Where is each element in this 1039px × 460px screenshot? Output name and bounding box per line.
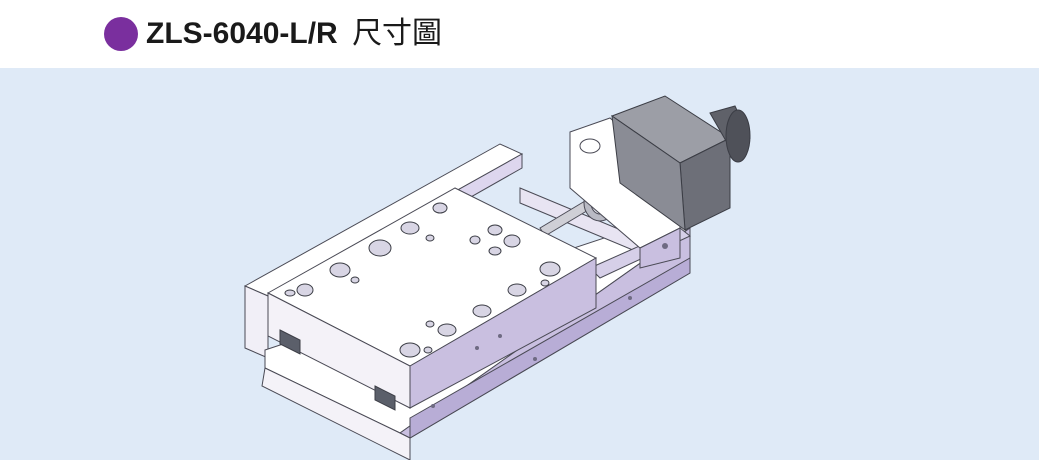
- stepper-motor: [610, 95, 751, 232]
- side-holes: [431, 243, 668, 408]
- header: ZLS-6040-L/R 尺寸圖: [0, 0, 1039, 68]
- bullet-dot-icon: [104, 17, 138, 51]
- model-name: ZLS-6040-L/R: [146, 17, 338, 50]
- product-illustration-panel: [0, 68, 1039, 460]
- page-title: ZLS-6040-L/R 尺寸圖: [146, 14, 442, 54]
- linear-stage-drawing: [243, 95, 751, 460]
- mounting-holes: [284, 202, 561, 358]
- title-suffix: 尺寸圖: [352, 17, 443, 50]
- carriage: [266, 187, 598, 409]
- limit-sensors: [279, 329, 396, 411]
